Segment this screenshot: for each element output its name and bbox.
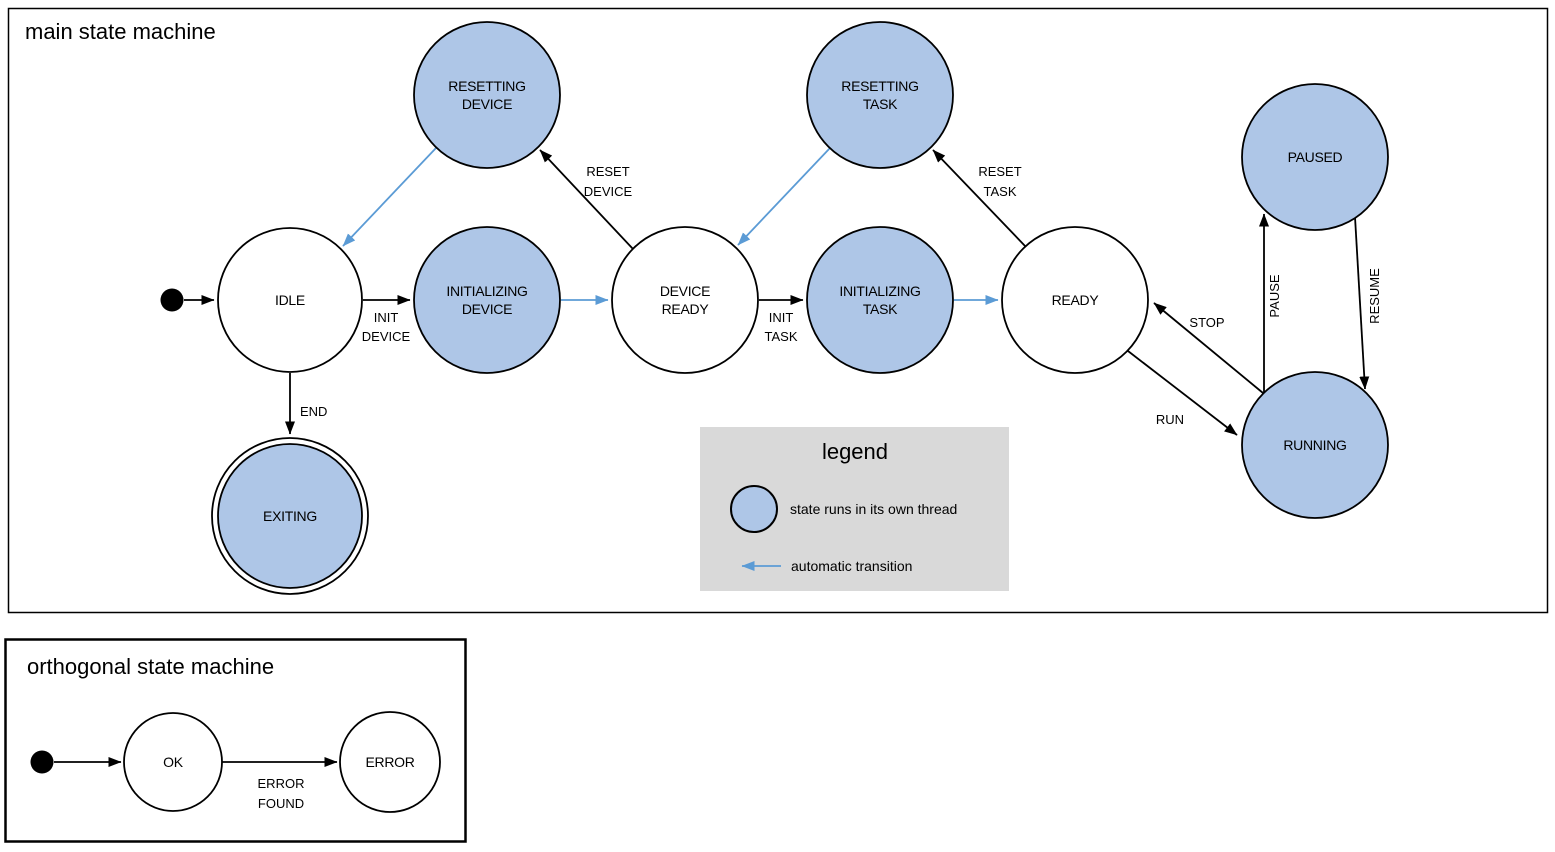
state-ready-label: READY bbox=[1052, 292, 1100, 308]
state-paused-circle bbox=[1241, 83, 1389, 231]
transition-resume-label: RESUME bbox=[1367, 268, 1382, 324]
transition-reset-device-arrow bbox=[539, 149, 634, 250]
state-device-ready-label-line1: DEVICE bbox=[660, 283, 710, 299]
legend-thread-state-label: state runs in its own thread bbox=[790, 501, 957, 517]
state-error: ERROR bbox=[339, 711, 441, 813]
legend: legend state runs in its own thread auto… bbox=[700, 427, 1009, 591]
transition-pause-label: PAUSE bbox=[1267, 274, 1282, 317]
state-resetting-task-label-line1: RESETTING bbox=[841, 78, 918, 94]
state-running-label: RUNNING bbox=[1283, 437, 1346, 453]
legend-thread-state-sample-circle bbox=[730, 485, 778, 533]
transition-resume-arrow bbox=[1354, 216, 1370, 390]
transition-stop-arrow bbox=[1153, 302, 1264, 394]
state-resetting-task: RESETTING TASK bbox=[806, 21, 954, 169]
main-panel: main state machine INIT DEVICE RESET DEV… bbox=[7, 7, 1549, 614]
state-exiting-final: EXITING bbox=[211, 437, 369, 595]
orthogonal-initial-state-dot bbox=[30, 750, 54, 774]
legend-auto-transition-label: automatic transition bbox=[791, 558, 912, 574]
state-initializing-device: INITIALIZING DEVICE bbox=[413, 226, 561, 374]
state-resetting-device-circle bbox=[413, 21, 561, 169]
state-initializing-task-circle bbox=[806, 226, 954, 374]
transition-init-task-label-line2: TASK bbox=[765, 329, 798, 344]
state-device-ready-label-line2: READY bbox=[662, 301, 710, 317]
orthogonal-panel-title: orthogonal state machine bbox=[27, 654, 274, 679]
state-initializing-task-label-line1: INITIALIZING bbox=[839, 283, 920, 299]
state-initializing-task-label-line2: TASK bbox=[863, 301, 898, 317]
state-resetting-task-label-line2: TASK bbox=[863, 96, 898, 112]
transition-run-arrow bbox=[1127, 350, 1238, 436]
state-idle-label: IDLE bbox=[275, 292, 305, 308]
auto-transition-resetting-task-to-device-ready bbox=[737, 147, 831, 246]
auto-transition-resetting-device-to-idle bbox=[342, 147, 437, 247]
state-resetting-device-label-line1: RESETTING bbox=[448, 78, 525, 94]
transition-init-task-label-line1: INIT bbox=[769, 310, 794, 325]
state-initializing-device-label-line1: INITIALIZING bbox=[446, 283, 527, 299]
orthogonal-panel-border bbox=[4, 638, 467, 843]
transition-stop-label: STOP bbox=[1189, 315, 1224, 330]
main-panel-border bbox=[7, 7, 1549, 614]
transition-run-label: RUN bbox=[1156, 412, 1184, 427]
state-ok-label: OK bbox=[163, 754, 184, 770]
legend-title: legend bbox=[822, 439, 888, 464]
transition-init-device-label-line2: DEVICE bbox=[362, 329, 411, 344]
main-panel-title: main state machine bbox=[25, 19, 216, 44]
state-idle: IDLE bbox=[217, 227, 363, 373]
initial-state-dot bbox=[160, 288, 184, 312]
state-exiting-inner-circle bbox=[217, 443, 363, 589]
state-device-ready-circle bbox=[611, 226, 759, 374]
state-exiting-label: EXITING bbox=[263, 508, 317, 524]
state-ready-circle bbox=[1001, 226, 1149, 374]
state-idle-circle bbox=[217, 227, 363, 373]
state-paused: PAUSED bbox=[1241, 83, 1389, 231]
transition-end-label: END bbox=[300, 404, 327, 419]
state-initializing-device-circle bbox=[413, 226, 561, 374]
transition-reset-task-arrow bbox=[932, 149, 1027, 248]
state-resetting-task-circle bbox=[806, 21, 954, 169]
transition-init-device-label-line1: INIT bbox=[374, 310, 399, 325]
state-device-ready: DEVICE READY bbox=[611, 226, 759, 374]
transition-reset-task-label-line2: TASK bbox=[984, 184, 1017, 199]
state-running: RUNNING bbox=[1241, 371, 1389, 519]
transition-reset-task-label-line1: RESET bbox=[978, 164, 1021, 179]
transition-error-found-label-line2: FOUND bbox=[258, 796, 304, 811]
state-ready: READY bbox=[1001, 226, 1149, 374]
state-paused-label: PAUSED bbox=[1288, 149, 1343, 165]
transition-error-found-label-line1: ERROR bbox=[258, 776, 305, 791]
transition-reset-device-label-line1: RESET bbox=[586, 164, 629, 179]
state-initializing-task: INITIALIZING TASK bbox=[806, 226, 954, 374]
state-error-label: ERROR bbox=[365, 754, 414, 770]
state-ok: OK bbox=[123, 712, 223, 812]
state-error-circle bbox=[339, 711, 441, 813]
orthogonal-panel: orthogonal state machine OK ERROR FOUND … bbox=[4, 638, 467, 843]
transition-reset-device-label-line2: DEVICE bbox=[584, 184, 633, 199]
state-running-circle bbox=[1241, 371, 1389, 519]
state-resetting-device-label-line2: DEVICE bbox=[462, 96, 512, 112]
state-initializing-device-label-line2: DEVICE bbox=[462, 301, 512, 317]
state-resetting-device: RESETTING DEVICE bbox=[413, 21, 561, 169]
